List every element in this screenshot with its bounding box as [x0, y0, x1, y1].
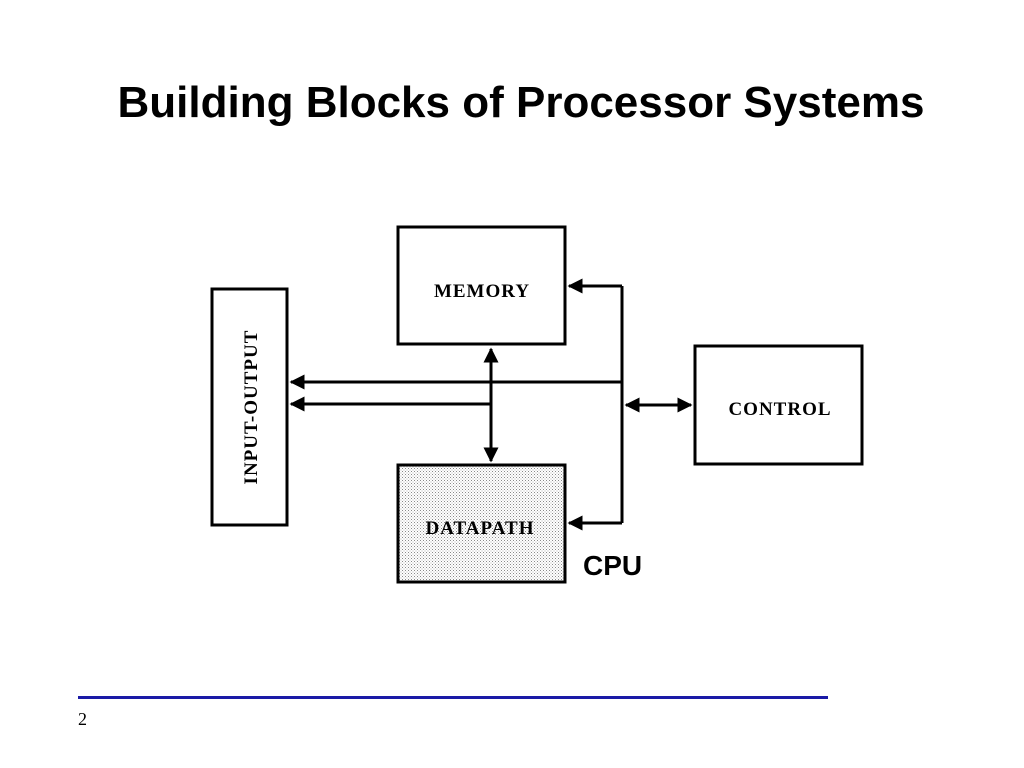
control-bus — [567, 278, 693, 531]
footer-rule — [78, 696, 828, 699]
io-buses — [289, 374, 622, 412]
datapath-block: DATAPATH — [396, 463, 567, 584]
control-block: CONTROL — [693, 344, 864, 466]
input-output-block: INPUT-OUTPUT — [210, 287, 289, 527]
page-number: 2 — [78, 709, 87, 729]
datapath-label: DATAPATH — [426, 518, 535, 539]
cpu-label: CPU — [583, 550, 642, 581]
control-label: CONTROL — [728, 399, 831, 420]
slide-title: Building Blocks of Processor Systems — [117, 78, 925, 127]
memory-label: MEMORY — [434, 281, 530, 302]
memory-block: MEMORY — [396, 225, 567, 346]
input-output-label: INPUT-OUTPUT — [241, 330, 262, 485]
